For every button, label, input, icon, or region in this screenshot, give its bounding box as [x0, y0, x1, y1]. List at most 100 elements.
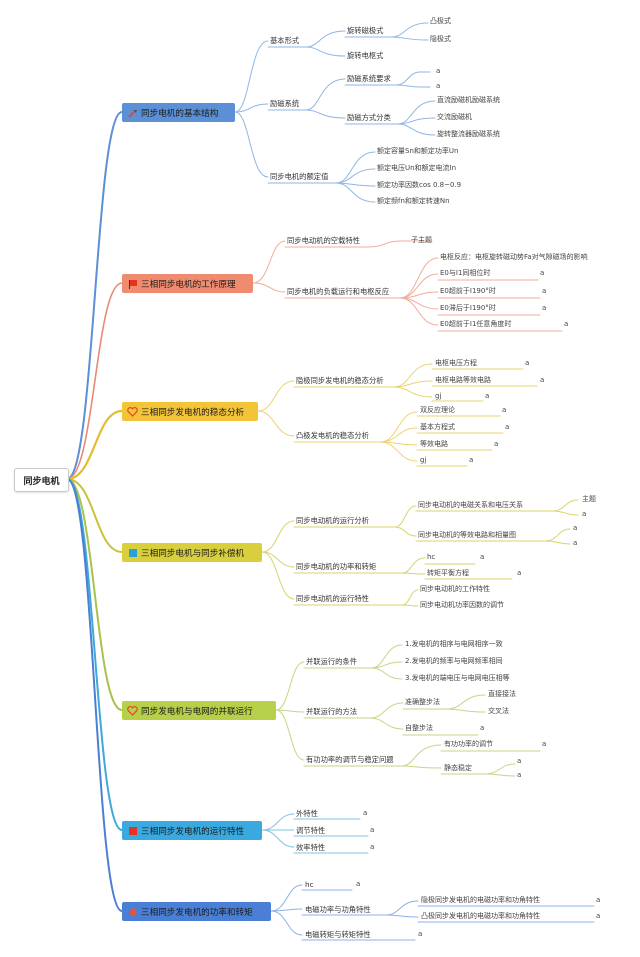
node-power-factor-adjustment[interactable]: 同步电动机功率因数的调节	[420, 601, 504, 609]
node-motor-power-torque[interactable]: 同步电动机的功率和转矩	[296, 562, 377, 571]
branch-steady-state[interactable]: 三相同步发电机的稳态分析	[122, 402, 258, 421]
node-self-synchronization[interactable]: 自整步法	[405, 724, 433, 732]
node-salient-power-angle[interactable]: 凸极同步发电机的电磁功率和功角特性	[421, 912, 540, 920]
branch-basic-structure[interactable]: 同步电机的基本结构	[122, 103, 235, 122]
leaf-a[interactable]: a	[564, 320, 569, 328]
node-no-load-characteristic[interactable]: 同步电动机的空载特性	[287, 236, 360, 245]
node-gj[interactable]: gj	[420, 456, 427, 464]
node-basic-form[interactable]: 基本形式	[270, 36, 300, 45]
node-regulation-characteristic[interactable]: 调节特性	[296, 826, 326, 835]
node-parallel-methods[interactable]: 并联运行的方法	[306, 707, 358, 716]
node-voltage-match[interactable]: 3.发电机的端电压与电网电压相等	[405, 674, 510, 682]
node-armature-reaction-def[interactable]: 电枢反应：电枢旋转磁动势Fa对气隙磁场的影响	[440, 253, 588, 261]
node-armature-equivalent-circuit[interactable]: 电枢电路等效电路	[435, 376, 491, 384]
node-topic[interactable]: 主题	[582, 495, 596, 503]
leaf-a[interactable]: a	[582, 510, 587, 518]
leaf-a[interactable]: a	[480, 724, 485, 732]
node-load-and-armature-reaction[interactable]: 同步电机的负载运行和电枢反应	[287, 287, 390, 296]
branch-working-principle[interactable]: 三相同步电机的工作原理	[122, 274, 253, 293]
node-e0-any-angle[interactable]: E0超前于I1任意角度时	[440, 320, 512, 328]
node-rated-power-factor[interactable]: 额定功率因数cos 0.8~0.9	[377, 181, 462, 189]
node-direct-connection[interactable]: 直接接法	[488, 690, 516, 698]
node-subtopic[interactable]: 子主题	[411, 236, 432, 244]
leaf-a[interactable]: a	[502, 406, 507, 414]
leaf-a[interactable]: a	[596, 896, 601, 904]
node-rated-capacity[interactable]: 额定容量Sn和额定功率Un	[377, 147, 459, 155]
root-topic[interactable]: 同步电机	[14, 468, 69, 492]
node-e0-in-phase[interactable]: E0与I1同相位时	[440, 269, 491, 277]
node-cylindrical-steady-state[interactable]: 隐极同步发电机的稳态分析	[296, 376, 384, 385]
leaf-a[interactable]: a	[542, 304, 547, 312]
leaf-a[interactable]: a	[418, 930, 423, 938]
node-excitation-system[interactable]: 励磁系统	[270, 99, 300, 108]
node-hc[interactable]: hc	[427, 553, 436, 561]
node-precise-synchronization[interactable]: 准确整步法	[405, 698, 440, 706]
node-dc-exciter[interactable]: 直流励磁机励磁系统	[437, 96, 500, 104]
leaf-a[interactable]: a	[517, 569, 522, 577]
node-active-power-adjustment[interactable]: 有功功率的调节	[444, 740, 493, 748]
node-hc[interactable]: hc	[305, 880, 314, 889]
leaf-a[interactable]: a	[485, 392, 490, 400]
node-ac-exciter[interactable]: 交流励磁机	[437, 113, 472, 121]
branch-power-torque[interactable]: 三相同步发电机的功率和转矩	[122, 902, 271, 921]
node-salient-steady-state[interactable]: 凸极发电机的稳态分析	[296, 431, 369, 440]
node-active-power-stability[interactable]: 有功功率的调节与稳定问题	[306, 755, 394, 764]
leaf-a[interactable]: a	[525, 359, 530, 367]
leaf-a[interactable]: a	[542, 287, 547, 295]
node-rotating-armature[interactable]: 旋转电枢式	[347, 51, 384, 60]
leaf-a[interactable]: a	[517, 757, 522, 765]
leaf-a[interactable]: a	[436, 67, 441, 75]
node-frequency-match[interactable]: 2.发电机的频率与电网频率相同	[405, 657, 503, 665]
leaf-a[interactable]: a	[480, 553, 485, 561]
leaf-a[interactable]: a	[494, 440, 499, 448]
leaf-a[interactable]: a	[540, 269, 545, 277]
branch-parallel-operation[interactable]: 同步发电机与电网的并联运行	[122, 701, 276, 720]
leaf-a[interactable]: a	[370, 843, 375, 851]
node-cross-method[interactable]: 交叉法	[488, 707, 509, 715]
node-working-characteristics[interactable]: 同步电动机的工作特性	[420, 585, 490, 593]
leaf-a[interactable]: a	[596, 912, 601, 920]
leaf-a[interactable]: a	[540, 376, 545, 384]
leaf-a[interactable]: a	[542, 740, 547, 748]
leaf-a[interactable]: a	[436, 82, 441, 90]
node-salient-pole[interactable]: 凸极式	[430, 17, 451, 25]
node-torque-balance[interactable]: 转矩平衡方程	[427, 569, 469, 577]
node-efficiency-characteristic[interactable]: 效率特性	[296, 843, 326, 852]
node-equivalent-circuit[interactable]: 等效电路	[420, 440, 448, 448]
branch-operating-characteristics[interactable]: 三相同步发电机的运行特性	[122, 821, 262, 840]
node-gj[interactable]: gj	[435, 392, 442, 400]
node-cylindrical-power-angle[interactable]: 隐极同步发电机的电磁功率和功角特性	[421, 896, 540, 904]
node-em-torque-characteristic[interactable]: 电磁转矩与转矩特性	[305, 930, 371, 939]
node-basic-equations[interactable]: 基本方程式	[420, 423, 455, 431]
node-cylindrical-pole[interactable]: 隐极式	[430, 35, 451, 43]
node-e0-lag-90[interactable]: E0滞后于I190°时	[440, 304, 496, 312]
node-phasor-diagram[interactable]: 同步电动机的等效电路和相量图	[418, 531, 516, 539]
leaf-a[interactable]: a	[356, 880, 361, 888]
leaf-a[interactable]: a	[573, 524, 578, 532]
node-parallel-conditions[interactable]: 并联运行的条件	[306, 657, 358, 666]
node-em-power-angle[interactable]: 电磁功率与功角特性	[305, 905, 371, 914]
node-armature-voltage-equation[interactable]: 电枢电压方程	[435, 359, 477, 367]
node-excitation-classification[interactable]: 励磁方式分类	[347, 113, 391, 122]
node-e0-lead-90[interactable]: E0超前于I190°时	[440, 287, 496, 295]
leaf-a[interactable]: a	[505, 423, 510, 431]
leaf-a[interactable]: a	[370, 826, 375, 834]
leaf-a[interactable]: a	[573, 539, 578, 547]
node-external-characteristic[interactable]: 外特性	[296, 809, 318, 818]
node-em-voltage-relations[interactable]: 同步电动机的电磁关系和电压关系	[418, 501, 523, 509]
leaf-a[interactable]: a	[469, 456, 474, 464]
node-motor-operation-analysis[interactable]: 同步电动机的运行分析	[296, 516, 369, 525]
node-rotating-pole[interactable]: 旋转磁极式	[347, 26, 384, 35]
node-excitation-requirements[interactable]: 励磁系统要求	[347, 74, 391, 83]
node-rotating-rectifier[interactable]: 旋转整流器励磁系统	[437, 130, 500, 138]
node-rated-frequency[interactable]: 额定频fn和额定转速Nn	[377, 197, 450, 205]
node-phase-sequence[interactable]: 1.发电机的相序与电网相序一致	[405, 640, 503, 648]
node-motor-operating-characteristics[interactable]: 同步电动机的运行特性	[296, 594, 369, 603]
node-two-reaction-theory[interactable]: 双反应理论	[420, 406, 455, 414]
node-static-stability[interactable]: 静态稳定	[444, 764, 472, 772]
leaf-a[interactable]: a	[517, 771, 522, 779]
branch-compensator[interactable]: 三相同步电机与同步补偿机	[122, 543, 262, 562]
leaf-a[interactable]: a	[363, 809, 368, 817]
node-rated-voltage[interactable]: 额定电压Un和额定电流In	[377, 164, 457, 172]
node-rated-values[interactable]: 同步电机的额定值	[270, 172, 329, 181]
